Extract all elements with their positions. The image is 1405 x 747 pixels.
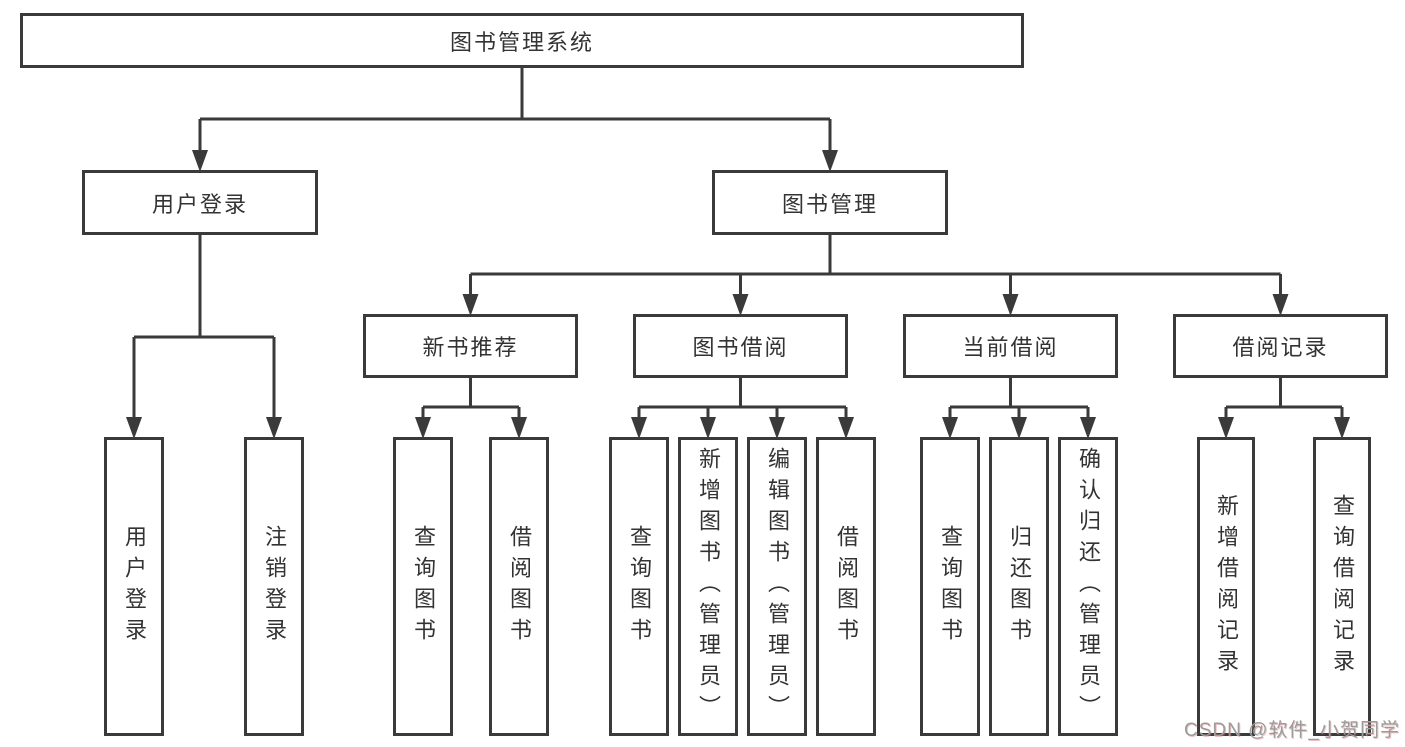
edge-book-mgmt — [462, 235, 1289, 316]
node-label: 注销登录 — [262, 524, 287, 649]
arrowhead-icon — [732, 294, 749, 316]
arrowhead-icon — [1002, 294, 1019, 316]
edge-user-login — [126, 235, 282, 439]
edge-root — [192, 68, 838, 172]
connector-path — [421, 378, 521, 423]
node-v-return-book: 归还图书 — [989, 437, 1049, 736]
arrowhead-icon — [822, 150, 838, 172]
node-label: 用户登录 — [122, 524, 147, 649]
arrowhead-icon — [700, 417, 716, 439]
node-label: 借阅图书 — [834, 524, 859, 649]
edge-borrow-records — [1218, 378, 1350, 439]
arrowhead-icon — [1080, 417, 1096, 439]
node-label: 新书推荐 — [422, 335, 519, 360]
node-label: 借阅记录 — [1232, 335, 1329, 360]
node-label: 借阅图书 — [507, 524, 532, 649]
node-label: 新增图书（管理员） — [696, 447, 721, 726]
node-v-borrow-book-1: 借阅图书 — [489, 437, 549, 736]
node-label: 查询图书 — [411, 524, 436, 649]
node-book-borrow: 图书借阅 — [633, 314, 848, 378]
watermark: CSDN @软件_小贺同学 — [1184, 720, 1400, 741]
node-label: 新增借阅记录 — [1214, 493, 1239, 680]
arrowhead-icon — [192, 150, 208, 172]
node-current-borrow: 当前借阅 — [903, 314, 1118, 378]
node-label: 当前借阅 — [962, 335, 1059, 360]
node-label: 编辑图书（管理员） — [765, 447, 790, 726]
arrowhead-icon — [838, 417, 854, 439]
connector-path — [1224, 378, 1344, 423]
node-root: 图书管理系统 — [20, 13, 1024, 68]
node-label: 归还图书 — [1007, 524, 1032, 649]
node-label: 查询图书 — [627, 524, 652, 649]
connector-path — [948, 378, 1090, 423]
arrowhead-icon — [631, 417, 647, 439]
node-label: 查询借阅记录 — [1330, 493, 1355, 680]
arrowhead-icon — [266, 417, 282, 439]
node-label: 图书管理 — [781, 191, 878, 217]
node-book-mgmt: 图书管理 — [712, 170, 948, 235]
node-v-query-borrow-record: 查询借阅记录 — [1313, 437, 1371, 736]
node-v-query-book-3: 查询图书 — [920, 437, 980, 736]
node-v-query-book-1: 查询图书 — [393, 437, 453, 736]
node-v-query-book-2: 查询图书 — [609, 437, 669, 736]
arrowhead-icon — [415, 417, 431, 439]
connector-path — [469, 235, 1282, 300]
arrowhead-icon — [769, 417, 785, 439]
connector-path — [198, 68, 832, 156]
node-label: 图书借阅 — [692, 335, 789, 360]
edge-current-borrow — [942, 378, 1096, 439]
connector-path — [132, 235, 276, 423]
node-label: 图书管理系统 — [449, 29, 594, 55]
arrowhead-icon — [942, 417, 958, 439]
node-borrow-records: 借阅记录 — [1173, 314, 1388, 378]
node-label: 查询图书 — [938, 524, 963, 649]
node-v-user-login: 用户登录 — [104, 437, 164, 736]
arrowhead-icon — [126, 417, 142, 439]
edge-book-borrow — [631, 378, 854, 439]
node-label: 确认归还（管理员） — [1076, 447, 1101, 726]
node-v-borrow-book-2: 借阅图书 — [816, 437, 876, 736]
node-label: 用户登录 — [151, 191, 248, 217]
arrowhead-icon — [462, 294, 479, 316]
edge-new-book-rec — [415, 378, 527, 439]
node-new-book-rec: 新书推荐 — [363, 314, 578, 378]
node-v-add-borrow-record: 新增借阅记录 — [1197, 437, 1255, 736]
arrowhead-icon — [1218, 417, 1234, 439]
arrowhead-icon — [1011, 417, 1027, 439]
arrowhead-icon — [1334, 417, 1350, 439]
node-v-add-book: 新增图书（管理员） — [678, 437, 738, 736]
node-v-logout: 注销登录 — [244, 437, 304, 736]
node-user-login: 用户登录 — [82, 170, 318, 235]
connector-path — [637, 378, 848, 423]
arrowhead-icon — [511, 417, 527, 439]
node-v-edit-book: 编辑图书（管理员） — [747, 437, 807, 736]
node-v-confirm-return: 确认归还（管理员） — [1058, 437, 1118, 736]
arrowhead-icon — [1272, 294, 1289, 316]
